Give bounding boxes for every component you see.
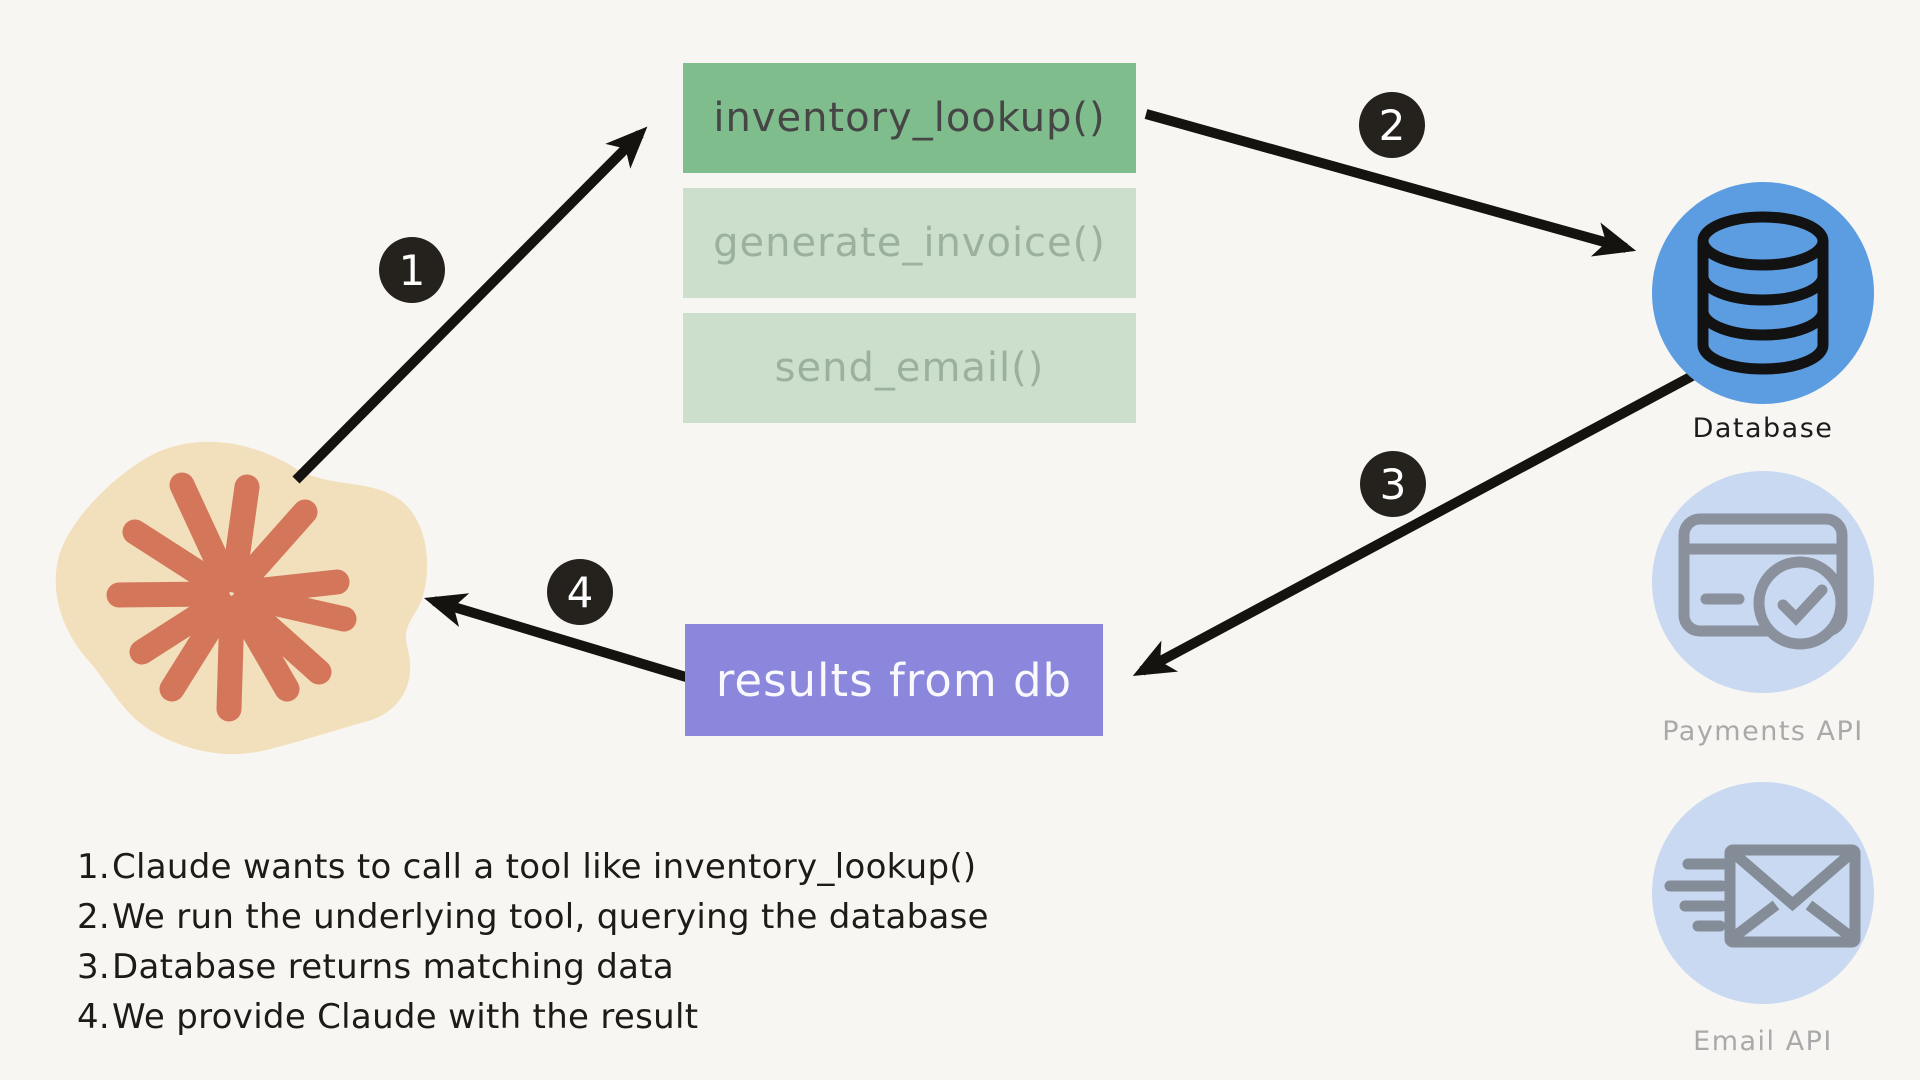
arrow-3-database-to-results — [1132, 355, 1725, 676]
service-payments-api: Payments API — [1652, 471, 1874, 747]
service-database: Database — [1652, 182, 1874, 444]
tool-box-send-email: send_email() — [683, 313, 1136, 423]
results-from-db-box: results from db — [685, 624, 1103, 736]
legend-step-number: 1. — [76, 847, 110, 887]
legend-step-2: 2. We run the underlying tool, querying … — [64, 892, 989, 942]
tool-box-generate-invoice: generate_invoice() — [683, 188, 1136, 298]
legend-step-text: We run the underlying tool, querying the… — [112, 897, 989, 937]
email-send-icon — [1664, 844, 1861, 948]
flow-badge-4: 4 — [547, 559, 613, 625]
legend-step-4: 4. We provide Claude with the result — [64, 992, 989, 1042]
arrow-1-claude-to-tool — [292, 126, 648, 484]
tool-label: inventory_lookup() — [713, 95, 1106, 141]
tool-label: send_email() — [774, 345, 1045, 391]
payments-api-label: Payments API — [1662, 716, 1864, 747]
tool-label: generate_invoice() — [713, 220, 1106, 266]
flow-arrows — [292, 109, 1725, 685]
legend-step-3: 3. Database returns matching data — [64, 942, 989, 992]
legend-step-number: 4. — [76, 997, 110, 1037]
legend-steps: 1. Claude wants to call a tool like inve… — [64, 842, 989, 1042]
flow-badge-1: 1 — [379, 237, 445, 303]
legend-step-text: Database returns matching data — [112, 947, 675, 987]
database-label: Database — [1692, 413, 1834, 444]
arrow-4-results-to-claude — [423, 593, 698, 685]
legend-step-number: 2. — [76, 897, 110, 937]
payments-bubble — [1652, 471, 1874, 693]
database-bubble — [1652, 182, 1874, 404]
service-email-api: Email API — [1652, 782, 1874, 1057]
email-api-label: Email API — [1693, 1026, 1833, 1057]
database-icon — [1697, 211, 1829, 375]
tool-box-inventory-lookup: inventory_lookup() — [683, 63, 1136, 173]
flow-badge-3: 3 — [1360, 451, 1426, 517]
credit-card-check-icon — [1678, 513, 1848, 650]
legend-step-text: We provide Claude with the result — [112, 997, 699, 1037]
legend-step-1: 1. Claude wants to call a tool like inve… — [64, 842, 989, 892]
legend-step-text: Claude wants to call a tool like invento… — [112, 847, 977, 887]
email-bubble — [1652, 782, 1874, 1004]
arrow-2-tool-to-database — [1144, 109, 1637, 257]
results-label: results from db — [715, 653, 1073, 707]
flow-badge-2: 2 — [1359, 92, 1425, 158]
claude-starburst-icon — [106, 472, 357, 722]
legend-step-number: 3. — [76, 947, 110, 987]
